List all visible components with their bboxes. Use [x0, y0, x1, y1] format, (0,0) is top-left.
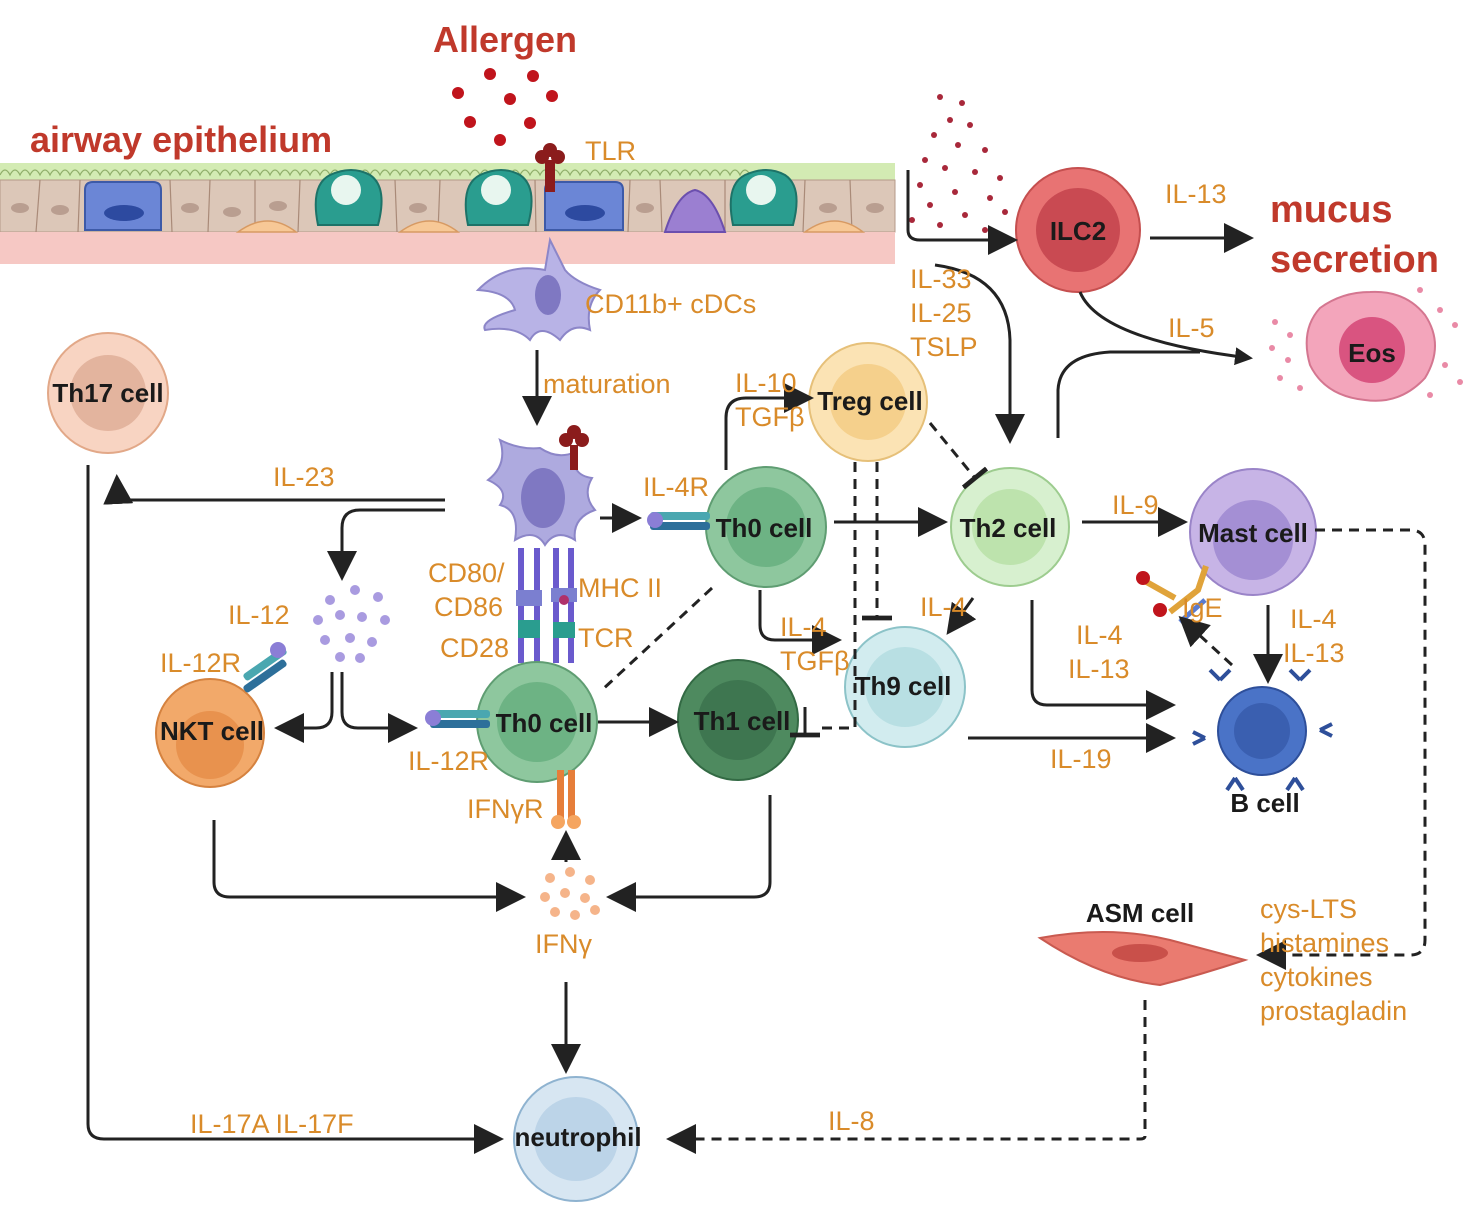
ifngr-label: IFNγR	[467, 794, 544, 824]
il25-label: IL-25	[910, 298, 972, 328]
pathway-dashed-arrows	[600, 422, 1427, 1154]
goblet-cell	[464, 169, 533, 226]
histamines-label: histamines	[1260, 928, 1389, 958]
th1-cell	[677, 659, 799, 781]
th2-label: Th2 cell	[960, 513, 1057, 543]
neutrophil-label: neutrophil	[514, 1122, 641, 1152]
il8-label: IL-8	[828, 1106, 875, 1136]
cd86-label: CD86	[434, 592, 503, 622]
goblet-cell	[729, 169, 798, 226]
tlr-receptor-icon	[535, 143, 565, 192]
cd80-cd28-receptors	[516, 548, 542, 663]
tgfb-top-label: TGFβ	[735, 402, 805, 432]
il13-top-label: IL-13	[1165, 179, 1227, 209]
th1-label: Th1 cell	[694, 706, 791, 736]
mast-label: Mast cell	[1198, 518, 1308, 548]
allergen-title: Allergen	[433, 19, 577, 60]
neutrophil-cell	[513, 1076, 639, 1202]
il12-dots	[313, 585, 390, 663]
mucus-title: mucus	[1270, 189, 1392, 231]
blue-epithelial-cell	[544, 181, 624, 231]
mhc-tcr-receptors	[551, 548, 577, 663]
tslp-label: TSLP	[910, 332, 978, 362]
th9-label: Th9 cell	[855, 671, 952, 701]
ifngr-receptor-icon	[551, 770, 581, 829]
eos-granules	[1269, 287, 1463, 398]
ifng-dots	[540, 867, 600, 920]
tlr-label: TLR	[585, 136, 636, 166]
epithelial-cytokine-spray	[909, 94, 1008, 233]
mature-dendritic-cell	[486, 438, 597, 547]
pathway-arrows	[86, 170, 1283, 1154]
cd11b-dendritic-cell	[475, 236, 602, 342]
tcr-label: TCR	[578, 623, 634, 653]
il33-label: IL-33	[910, 264, 972, 294]
nkt-cell	[155, 678, 265, 788]
airway-epithelium-title: airway epithelium	[30, 119, 332, 160]
il12r-receptor-icon	[425, 710, 490, 728]
th17-label: Th17 cell	[52, 378, 163, 408]
cytokines-label: cytokines	[1260, 962, 1373, 992]
tgfb-mid-label: TGFβ	[780, 646, 850, 676]
mhc2-label: MHC II	[578, 573, 662, 603]
th9-cell	[844, 626, 966, 748]
il4-mast-label: IL-4	[1290, 604, 1337, 634]
ige-label: IgE	[1182, 593, 1223, 623]
cd80-label: CD80/	[428, 558, 505, 588]
prostagladin-label: prostagladin	[1260, 996, 1407, 1026]
il13-mast-label: IL-13	[1283, 638, 1345, 668]
eos-label: Eos	[1348, 338, 1396, 368]
cd28-label: CD28	[440, 633, 509, 663]
nkt-label: NKT cell	[160, 716, 264, 746]
cys-lts-label: cys-LTS	[1260, 894, 1357, 924]
allergen-particles	[452, 68, 558, 146]
epithelium-layer	[0, 163, 896, 264]
il5-label: IL-5	[1168, 313, 1215, 343]
il23-label: IL-23	[273, 462, 335, 492]
cd11b-label: CD11b+ cDCs	[585, 289, 756, 319]
b-cell	[1217, 686, 1307, 776]
th0-upper-cell	[705, 466, 827, 588]
ilc2-cell	[1015, 167, 1141, 293]
mast-cell	[1189, 468, 1317, 596]
secretion-title: secretion	[1270, 239, 1439, 281]
il4-b-label: IL-4	[1076, 620, 1123, 650]
il12r-left-label: IL-12R	[160, 648, 241, 678]
nkt-il12r-receptor-icon	[243, 642, 287, 693]
il4-mid-label: IL-4	[780, 612, 827, 642]
il10-label: IL-10	[735, 368, 797, 398]
il9-label: IL-9	[1112, 490, 1159, 520]
ilc2-label: ILC2	[1050, 216, 1106, 246]
il12-label: IL-12	[228, 600, 290, 630]
il4r-receptor-icon	[647, 512, 710, 530]
th0-upper-label: Th0 cell	[716, 513, 813, 543]
th2-cell	[950, 467, 1070, 587]
ige-antibody-icon	[1136, 565, 1209, 624]
il13-b-label: IL-13	[1068, 654, 1130, 684]
il4-th9-label: IL-4	[920, 592, 967, 622]
th17-cell	[47, 332, 169, 454]
il12r-bottom-label: IL-12R	[408, 746, 489, 776]
blue-epithelial-cell	[84, 181, 162, 231]
il19-label: IL-19	[1050, 744, 1112, 774]
maturation-label: maturation	[543, 369, 671, 399]
mhc-receptor-icon	[559, 425, 589, 470]
asm-cell	[1037, 931, 1249, 987]
treg-label: Treg cell	[817, 386, 923, 416]
il17-label: IL-17A IL-17F	[190, 1109, 354, 1139]
th0-lower-cell	[476, 661, 598, 783]
goblet-cell	[314, 169, 383, 226]
th0-lower-label: Th0 cell	[496, 708, 593, 738]
il4r-label: IL-4R	[643, 472, 709, 502]
treg-cell	[808, 342, 928, 462]
eos-cell	[1305, 290, 1436, 402]
b-cell-antibodies	[1192, 668, 1333, 792]
asm-cell-label: ASM cell	[1086, 898, 1194, 928]
b-cell-label: B cell	[1230, 788, 1299, 818]
ifng-label: IFNγ	[535, 929, 592, 959]
